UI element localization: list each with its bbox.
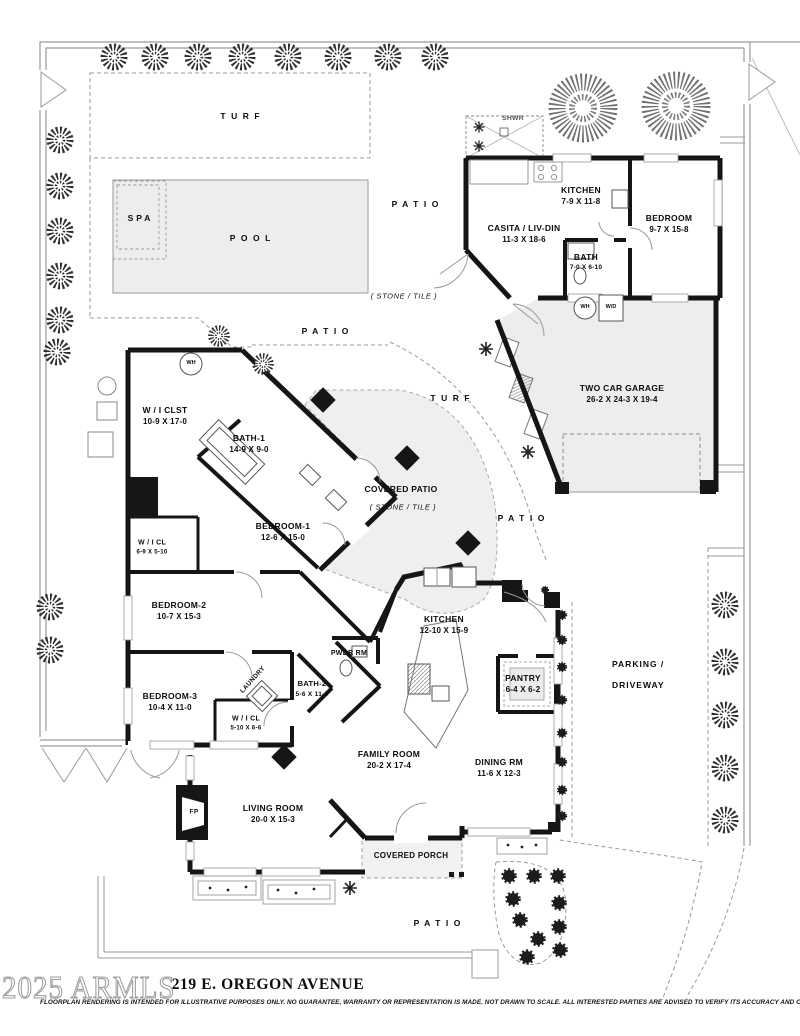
bedroom3-label: BEDROOM-3 10-4 X 11-0 [143,690,198,714]
room-name: KITCHEN [424,614,464,625]
pool-shape [112,179,369,294]
washer-dryer-casita [598,294,624,322]
fixtures [87,159,629,749]
armls-watermark: 2025 ARMLS [2,970,176,1006]
room-dims: 5-10 X 6-6 [230,725,262,732]
pool-label: POOL [229,232,276,243]
room-name: CASITA / LIV-DIN [487,223,561,234]
parking-label-line2: DRIVEWAY [612,680,665,690]
living-room-label: LIVING ROOM 20-0 X 15-3 [243,802,303,826]
room-name: BATH [573,252,599,263]
planter-boxes [192,837,548,905]
garage-door-dashed [562,433,701,493]
dining-label: DINING RM 11-6 X 12-3 [475,756,523,780]
gates [36,62,776,783]
address-title: 219 E. OREGON AVENUE [171,975,365,993]
room-dims: 14-9 X 9-0 [229,445,269,455]
patio-garage-label: PATIO [497,512,550,523]
pool-area [112,179,369,294]
wh-casita-label: WH [580,304,590,311]
bedroom1-label: BEDROOM-1 12-6 X 15-0 [256,520,311,544]
room-name: DINING RM [474,757,524,768]
room-dims: 10-7 X 15-3 [156,612,201,622]
room-name: W / I CLST [142,405,188,416]
room-dims: 11-6 X 12-3 [477,769,521,779]
turf-mid-label: TURF [430,392,476,403]
wd-casita-label: W/D [605,304,617,311]
kitchen-label: KITCHEN 12-10 X 15-9 [420,613,469,637]
front-walkway [97,876,499,979]
room-dims: 7-9 X 11-8 [561,197,601,207]
covered-patio-note: ( STONE / TILE ) [369,502,437,512]
spa-label: SPA [127,212,154,223]
windows [123,153,723,877]
patio-mid-label: PATIO [301,325,354,336]
room-name: KITCHEN [561,185,601,196]
room-name: LIVING ROOM [242,803,304,814]
shower-label: SHWR [502,115,524,123]
patio-planting-bed [501,868,568,965]
room-dims: 7-0 X 6-10 [569,264,603,272]
casita-bedroom-label: BEDROOM 9-7 X 15-8 [646,212,693,236]
casita-kitchen-label: KITCHEN 7-9 X 11-8 [561,184,601,208]
room-dims: 10-9 X 17-0 [142,417,187,427]
room-name: PANTRY [505,673,541,684]
room-name: FAMILY ROOM [357,749,421,760]
room-name: BATH-1 [232,433,266,444]
turf-top-label: TURF [220,110,266,121]
room-dims: 20-0 X 15-3 [250,815,296,825]
room-dims: 6-9 X 5-10 [136,549,168,556]
room-name: TWO CAR GARAGE [579,383,665,394]
wi-cl-lower-label: W / I CL 5-10 X 6-6 [230,715,261,734]
room-name: BEDROOM-2 [151,600,207,611]
room-name: BEDROOM-1 [255,521,311,532]
casita-label: CASITA / LIV-DIN 11-3 X 18-6 [488,222,561,246]
garage-label: TWO CAR GARAGE 26-2 X 24-3 X 19-4 [580,382,664,406]
door-arcs [225,221,653,834]
covered-patio-label: COVERED PATIO [364,483,438,494]
water-heater-casita [573,296,597,320]
water-heater-main [179,352,203,376]
pantry-label: PANTRY 6-4 X 6-2 [505,672,541,696]
room-dims: 9-7 X 15-8 [649,225,689,235]
parking-label-line1: PARKING / [612,659,665,669]
bath2-label: BATH-2 5-6 X 11-9 [296,679,329,699]
room-name: BEDROOM [645,213,693,224]
room-dims: 20-2 X 17-4 [366,761,411,771]
room-dims: 5-6 X 11-9 [295,690,329,698]
room-name: W / I CL [137,539,167,547]
bedroom2-label: BEDROOM-2 10-7 X 15-3 [152,599,207,623]
wi-clst-label: W / I CLST 10-9 X 17-0 [142,404,187,428]
covered-porch-label: COVERED PORCH [373,851,449,861]
room-name: BATH-2 [297,678,327,688]
patio-bottom-label: PATIO [413,917,466,928]
room-name: BEDROOM-3 [142,691,198,702]
room-dims: 26-2 X 24-3 X 19-4 [586,395,658,405]
covered-patio-shape [304,389,498,614]
room-dims: 11-3 X 18-6 [502,235,546,245]
room-dims: 6-4 X 6-2 [505,685,541,695]
room-dims: 10-4 X 11-0 [148,703,192,713]
landscape-dashed-lines [89,72,745,1001]
garage-area [494,298,716,494]
pwdr-label: PWDR RM [330,649,368,657]
patio-pool-note: ( STONE / TILE ) [370,291,438,301]
fireplace-label: FP [189,808,199,816]
disclaimer-text: FLOORPLAN RENDERING IS INTENDED FOR ILLU… [40,999,800,1006]
bath1-label: BATH-1 14-9 X 9-0 [229,432,268,456]
wh-main-label: WH [186,360,196,367]
spa-shape [116,184,160,250]
room-dims: 12-6 X 15-0 [260,533,305,543]
spa-outer [112,180,167,260]
wi-cl-upper-label: W / I CL 6-9 X 5-10 [136,539,167,558]
patio-pool-label: PATIO [391,198,444,209]
room-dims: 12-10 X 15-9 [419,626,469,636]
casita-bath-label: BATH 7-0 X 6-10 [570,251,602,273]
family-room-label: FAMILY ROOM 20-2 X 17-4 [358,748,420,772]
fireplace-opening [182,797,204,831]
room-name: W / I CL [231,715,261,723]
